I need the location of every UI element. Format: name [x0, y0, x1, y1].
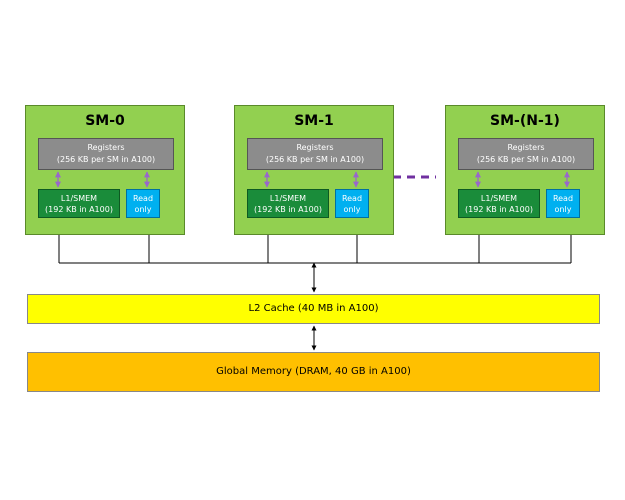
- read-only-box: Read only: [335, 189, 369, 218]
- read-only-line1: Read: [552, 194, 574, 203]
- read-only-line2: only: [343, 205, 361, 214]
- l1-smem-box: L1/SMEM (192 KB in A100): [458, 189, 540, 218]
- l1-label: L1/SMEM: [480, 194, 518, 203]
- l1-label: L1/SMEM: [60, 194, 98, 203]
- l1-label: L1/SMEM: [269, 194, 307, 203]
- global-memory-box: Global Memory (DRAM, 40 GB in A100): [27, 352, 600, 392]
- register-arrows: [264, 171, 359, 188]
- l2-cache-box: L2 Cache (40 MB in A100): [27, 294, 600, 324]
- read-only-box: Read only: [126, 189, 160, 218]
- read-only-line2: only: [554, 205, 572, 214]
- registers-box: Registers (256 KB per SM in A100): [247, 138, 383, 170]
- registers-size: (256 KB per SM in A100): [476, 155, 576, 164]
- sm-block-n-minus-1: SM-(N-1) Registers (256 KB per SM in A10…: [445, 105, 605, 235]
- l1-smem-box: L1/SMEM (192 KB in A100): [247, 189, 329, 218]
- registers-label: Registers: [296, 143, 334, 152]
- global-memory-label: Global Memory (DRAM, 40 GB in A100): [216, 366, 411, 377]
- sm-block-1: SM-1 Registers (256 KB per SM in A100) L…: [234, 105, 394, 235]
- sm-title: SM-0: [85, 113, 125, 129]
- registers-box: Registers (256 KB per SM in A100): [458, 138, 594, 170]
- sm-block-0: SM-0 Registers (256 KB per SM in A100) L…: [25, 105, 185, 235]
- registers-label: Registers: [507, 143, 545, 152]
- read-only-line1: Read: [132, 194, 154, 203]
- l2-cache-label: L2 Cache (40 MB in A100): [248, 303, 379, 314]
- sm-title: SM-1: [294, 113, 334, 129]
- l1-size: (192 KB in A100): [45, 205, 113, 214]
- l1-size: (192 KB in A100): [465, 205, 533, 214]
- read-only-box: Read only: [546, 189, 580, 218]
- registers-box: Registers (256 KB per SM in A100): [38, 138, 174, 170]
- register-arrows: [55, 171, 150, 188]
- register-arrows: [475, 171, 570, 188]
- l1-smem-box: L1/SMEM (192 KB in A100): [38, 189, 120, 218]
- sm-title: SM-(N-1): [490, 113, 560, 129]
- read-only-line2: only: [134, 205, 152, 214]
- registers-label: Registers: [87, 143, 125, 152]
- registers-size: (256 KB per SM in A100): [56, 155, 156, 164]
- l1-size: (192 KB in A100): [254, 205, 322, 214]
- read-only-line1: Read: [341, 194, 363, 203]
- registers-size: (256 KB per SM in A100): [265, 155, 365, 164]
